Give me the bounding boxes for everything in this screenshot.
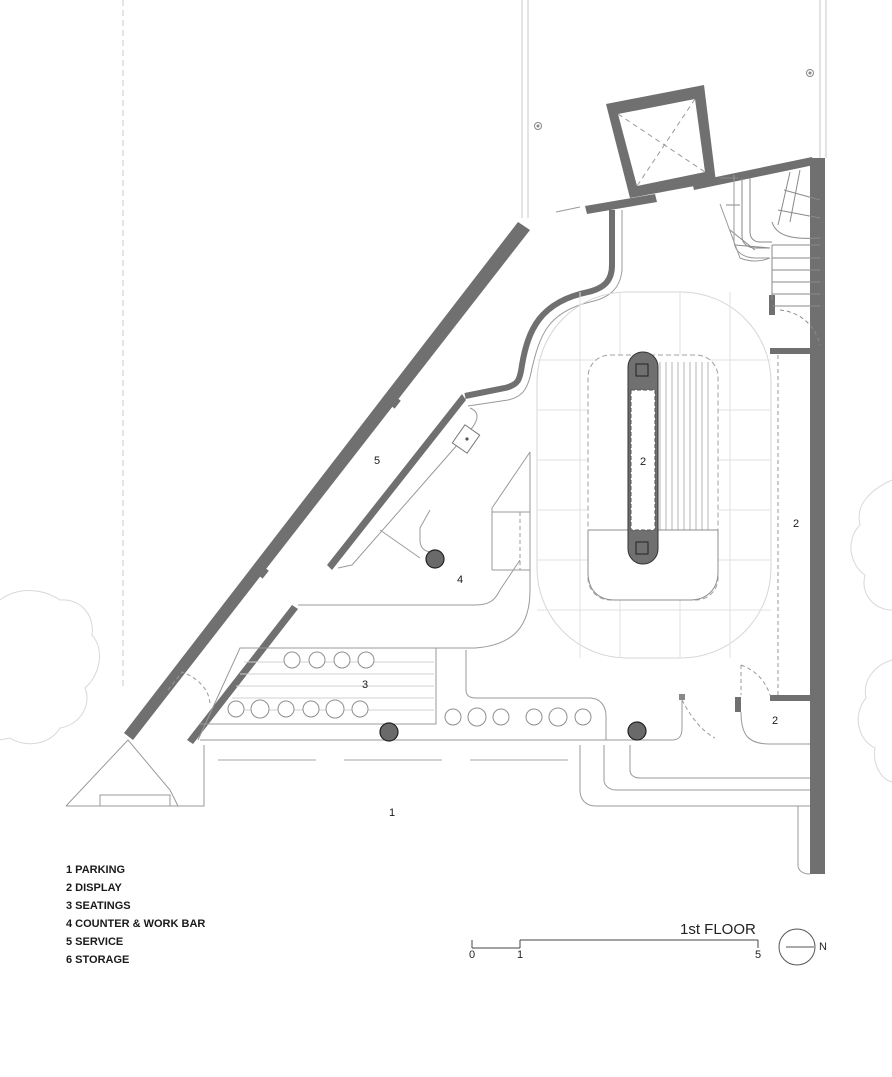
stools <box>227 651 592 727</box>
walls <box>124 157 825 874</box>
room-label-parking: 1 <box>389 807 395 819</box>
columns <box>379 549 647 742</box>
legend-item: 2 DISPLAY <box>66 882 122 894</box>
north-label: N <box>819 941 827 953</box>
scale-label-1: 1 <box>517 949 524 961</box>
trees <box>0 479 892 783</box>
room-label-counter: 4 <box>457 574 463 586</box>
room-label-service: 5 <box>374 455 380 467</box>
room-label-display-east: 2 <box>793 518 799 530</box>
scale-label-0: 0 <box>469 949 476 961</box>
legend-item: 6 STORAGE <box>66 954 130 966</box>
legend: 1 PARKING 2 DISPLAY 3 SEATINGS 4 COUNTER… <box>66 864 205 972</box>
survey-markers <box>534 69 814 130</box>
storage-shaft <box>606 85 716 198</box>
service-curve-inner <box>467 210 623 407</box>
room-label-seatings: 3 <box>362 679 368 691</box>
room-label-display-small: 2 <box>772 715 778 727</box>
scale-bar <box>471 939 759 949</box>
floor-title: 1st FLOOR <box>680 921 756 938</box>
legend-item: 4 COUNTER & WORK BAR <box>66 918 206 930</box>
legend-item: 3 SEATINGS <box>66 900 131 912</box>
room-label-display-center: 2 <box>640 456 646 468</box>
scale-label-5: 5 <box>755 949 762 961</box>
staircase <box>720 169 821 346</box>
north-arrow-icon <box>778 928 816 966</box>
small-post <box>679 694 685 700</box>
site-lines <box>122 0 827 690</box>
legend-item: 1 PARKING <box>66 864 126 876</box>
display-floor <box>536 291 772 659</box>
service-curve-wall <box>464 210 615 399</box>
legend-item: 5 SERVICE <box>66 936 124 948</box>
interior-lines <box>65 175 811 875</box>
sink <box>451 424 481 454</box>
